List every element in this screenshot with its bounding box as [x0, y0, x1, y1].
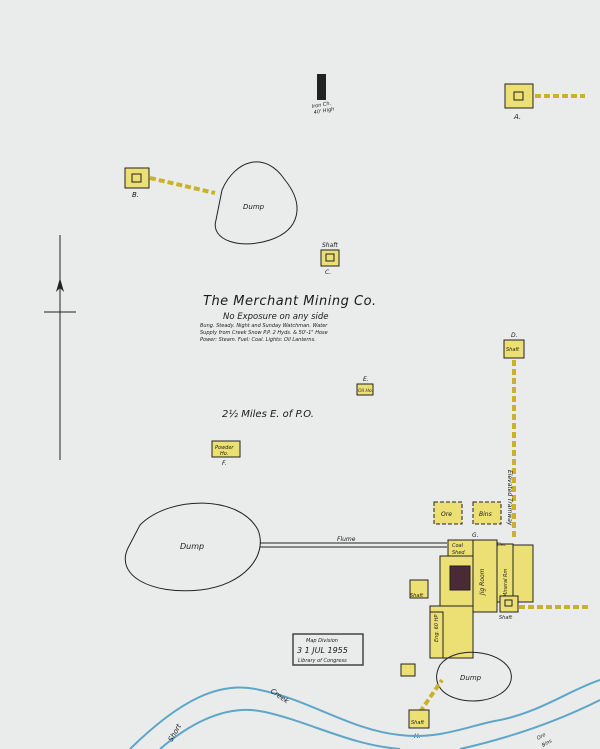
shaft-d: D. Shaft Elevated Tramway — [503, 332, 525, 540]
shaft-east-label: Shaft — [499, 615, 513, 621]
elev-label: Elev. — [497, 542, 506, 547]
dump-1-label: Dump — [243, 203, 265, 211]
exposure-note: No Exposure on any side — [223, 312, 329, 322]
shaft-c: Shaft C. — [320, 242, 340, 276]
engine-label: Eng. 60 HP — [434, 615, 440, 642]
chimney-label-1: Iron Ch. — [311, 101, 331, 110]
ore-bins-label-2: Bins — [541, 738, 554, 749]
library-stamp: Map Division 3 1 JUL 1955 Library of Con… — [292, 633, 364, 666]
dump-2 — [124, 502, 261, 592]
label-b: B. — [132, 191, 139, 199]
stamp-line-3: Library of Congress — [298, 658, 347, 664]
building-a: A. — [504, 83, 585, 121]
dump-3 — [436, 651, 512, 702]
short-creek: Short Creek Ore Bins — [129, 679, 600, 749]
label-d: D. — [511, 332, 518, 339]
ore-bins: Ore Bins — [433, 501, 502, 525]
dump-3-label: Dump — [460, 674, 482, 682]
oil-house-label: Oil Ho. — [358, 388, 373, 394]
oil-house-e: E. Oil Ho. — [356, 376, 374, 396]
powder-label-2: Ho. — [220, 451, 228, 457]
bins-label: Bins — [479, 511, 492, 518]
note-line-3: Power: Steam. Fuel: Coal. Lights: Oil La… — [200, 337, 316, 343]
powder-house-f: Powder Ho. F. — [211, 440, 241, 467]
small-building — [400, 663, 416, 677]
flume-label: Flume — [337, 536, 356, 543]
shed-label: Shed — [452, 550, 465, 556]
mineral-room-label: Mineral Rm — [503, 568, 509, 597]
stamp-line-2: 3 1 JUL 1955 — [297, 646, 348, 655]
label-g: G. — [472, 532, 479, 539]
dump-1 — [214, 161, 298, 245]
label-e: E. — [363, 376, 369, 383]
tramway-label: Elevated Tramway — [506, 470, 513, 526]
note-line-2: Supply from Creek Snow P.P. 2 Hyds. & 50… — [200, 330, 328, 336]
iron-chimney — [317, 74, 326, 100]
creek-label-2: Creek — [269, 687, 291, 706]
label-a: A. — [513, 113, 521, 121]
location-note: 2½ Miles E. of P.O. — [222, 408, 314, 420]
coal-label: Coal — [452, 543, 464, 549]
label-f: F. — [222, 460, 227, 467]
shaft-h-label: Shaft — [411, 720, 425, 726]
stamp-line-1: Map Division — [306, 638, 338, 644]
shaft-c-label: Shaft — [322, 242, 338, 249]
jig-room-label: Jig Room — [479, 568, 486, 596]
mill-complex-g: G. Coal Shed Jig Room Elev. Mineral Rm E… — [409, 532, 590, 659]
powder-label-1: Powder — [215, 445, 234, 451]
shaft-west-label: Shaft — [410, 593, 424, 599]
flume — [260, 542, 447, 548]
note-line-1: Bung. Steady. Night and Sunday Watchman.… — [200, 323, 328, 329]
building-b: B. — [124, 167, 216, 199]
shaft-h: Shaft H. — [408, 678, 444, 740]
ore-bins-label-1: Ore — [536, 732, 547, 742]
ore-label: Ore — [441, 511, 452, 518]
dump-2-label: Dump — [180, 542, 204, 551]
chimney-label-2: 40' High — [313, 106, 335, 116]
shaft-d-label: Shaft — [506, 347, 520, 353]
company-name: The Merchant Mining Co. — [203, 294, 377, 309]
label-c: C. — [325, 269, 331, 276]
north-arrow-icon — [44, 235, 76, 460]
